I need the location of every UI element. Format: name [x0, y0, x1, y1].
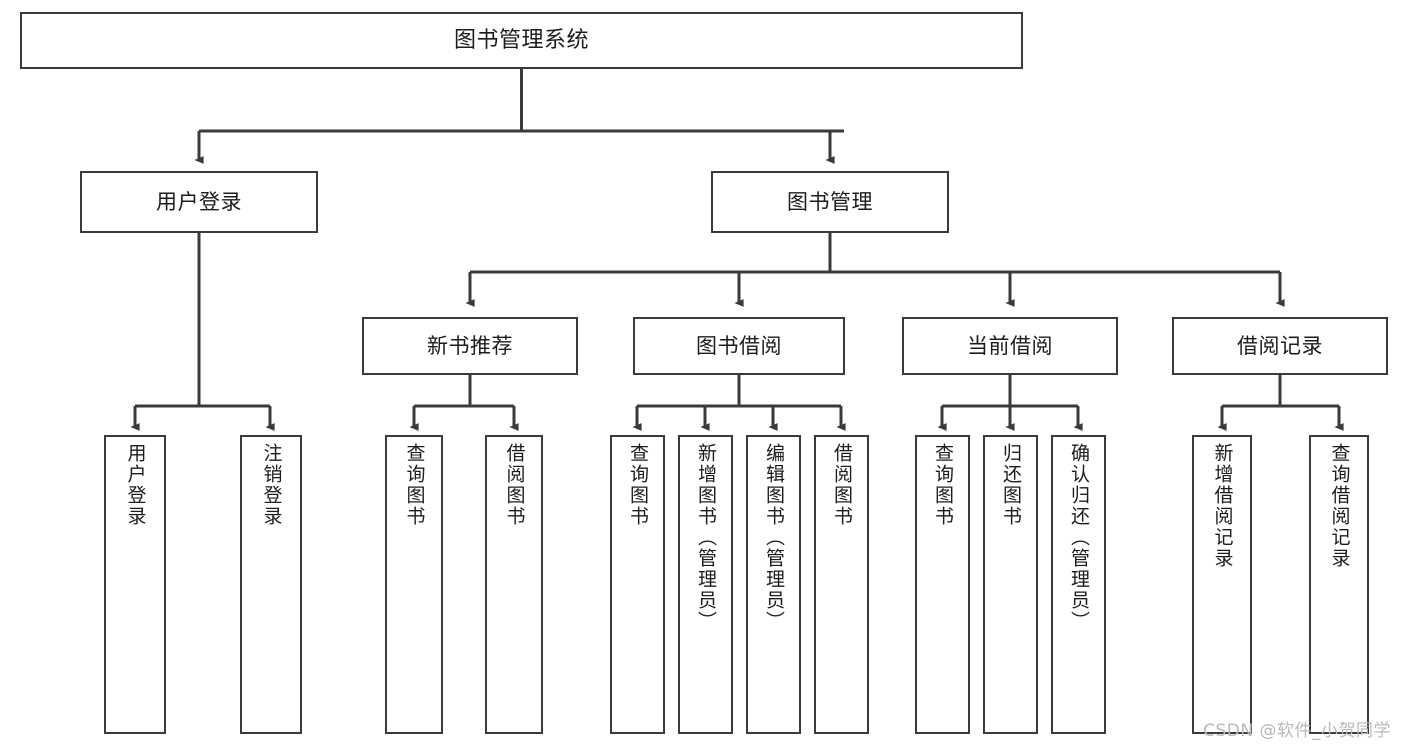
- node-label: 归还图书: [1000, 443, 1022, 527]
- leaf-current-query-book[interactable]: 查询图书: [915, 435, 970, 734]
- node-root-system[interactable]: 图书管理系统: [20, 12, 1023, 69]
- leaf-current-confirm-return[interactable]: 确认归还（管理员）: [1051, 435, 1106, 734]
- node-borrow-record[interactable]: 借阅记录: [1172, 317, 1388, 375]
- node-label: 图书管理系统: [453, 27, 589, 53]
- leaf-borrow-edit-book[interactable]: 编辑图书（管理员）: [746, 435, 801, 734]
- node-user-login[interactable]: 用户登录: [80, 171, 318, 233]
- leaf-new-book-borrow[interactable]: 借阅图书: [485, 435, 543, 734]
- node-label: 当前借阅: [967, 333, 1053, 358]
- leaf-record-add[interactable]: 新增借阅记录: [1192, 435, 1252, 734]
- node-label: 查询图书: [403, 443, 426, 527]
- node-book-borrow[interactable]: 图书借阅: [633, 317, 845, 375]
- node-label: 借阅图书: [831, 443, 853, 527]
- leaf-borrow-borrow-book[interactable]: 借阅图书: [814, 435, 869, 734]
- node-label: 图书管理: [787, 189, 873, 214]
- leaf-borrow-query-book[interactable]: 查询图书: [610, 435, 665, 734]
- node-new-book-recommend[interactable]: 新书推荐: [362, 317, 578, 375]
- node-label: 新书推荐: [427, 333, 513, 358]
- node-label: 借阅记录: [1237, 333, 1323, 358]
- leaf-user-login[interactable]: 用户登录: [104, 435, 166, 734]
- node-label: 查询图书: [627, 443, 649, 527]
- node-current-borrow[interactable]: 当前借阅: [902, 317, 1118, 375]
- leaf-current-return-book[interactable]: 归还图书: [983, 435, 1038, 734]
- leaf-user-logout[interactable]: 注销登录: [240, 435, 302, 734]
- node-label: 新增图书（管理员）: [695, 443, 717, 632]
- node-book-management[interactable]: 图书管理: [711, 171, 949, 233]
- leaf-record-query[interactable]: 查询借阅记录: [1309, 435, 1369, 734]
- node-label: 新增借阅记录: [1211, 443, 1234, 569]
- node-label: 编辑图书（管理员）: [763, 443, 785, 632]
- node-label: 确认归还（管理员）: [1068, 443, 1090, 632]
- node-label: 查询借阅记录: [1328, 443, 1351, 569]
- node-label: 借阅图书: [503, 443, 526, 527]
- leaf-borrow-add-book[interactable]: 新增图书（管理员）: [678, 435, 733, 734]
- node-label: 注销登录: [260, 443, 283, 527]
- node-label: 查询图书: [932, 443, 954, 527]
- node-label: 用户登录: [156, 189, 242, 214]
- node-label: 图书借阅: [696, 333, 782, 358]
- node-label: 用户登录: [124, 443, 147, 527]
- leaf-new-book-query[interactable]: 查询图书: [385, 435, 443, 734]
